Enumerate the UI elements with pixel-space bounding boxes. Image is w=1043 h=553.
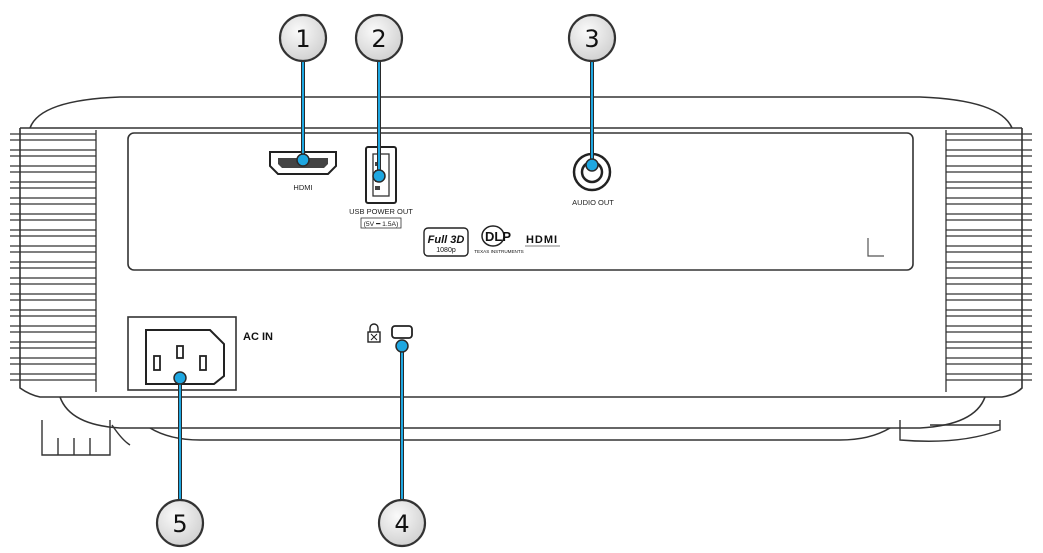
svg-text:4: 4 (394, 510, 409, 538)
left-vents (10, 130, 97, 392)
hdmi-label: HDMI (293, 183, 312, 192)
dlp-text: DLP (485, 229, 511, 244)
audio-out-label: AUDIO OUT (572, 198, 614, 207)
right-vents (945, 130, 1032, 392)
dlp-logo: DLP TEXAS INSTRUMENTS (474, 225, 524, 254)
usb-label: USB POWER OUT (349, 207, 413, 216)
ac-in-label: AC IN (243, 331, 273, 343)
dlp-sub: TEXAS INSTRUMENTS (474, 249, 524, 254)
svg-text:3: 3 (584, 25, 599, 53)
callout-badge-4: 4 (377, 498, 427, 548)
feet (41, 420, 1001, 456)
callout-badge-2: 2 (354, 13, 404, 63)
callout-badge-1: 1 (278, 13, 328, 63)
svg-text:2: 2 (371, 25, 386, 53)
full3d-logo: Full 3D 1080p (423, 227, 469, 257)
full3d-text: Full 3D (428, 234, 465, 246)
security-lock (367, 323, 413, 343)
callout-badge-5: 5 (155, 498, 205, 548)
usb-rating: (5V ━ 1.5A) (364, 221, 399, 228)
svg-text:1: 1 (295, 25, 310, 53)
callout-badge-3: 3 (567, 13, 617, 63)
callout-lines (178, 56, 594, 504)
hdmi-logo: HDMI (526, 234, 558, 246)
projector-body (19, 96, 1023, 441)
connector-panel (127, 132, 914, 271)
full3d-res: 1080p (436, 247, 456, 254)
callout-dots (173, 153, 599, 385)
svg-text:5: 5 (172, 510, 187, 538)
